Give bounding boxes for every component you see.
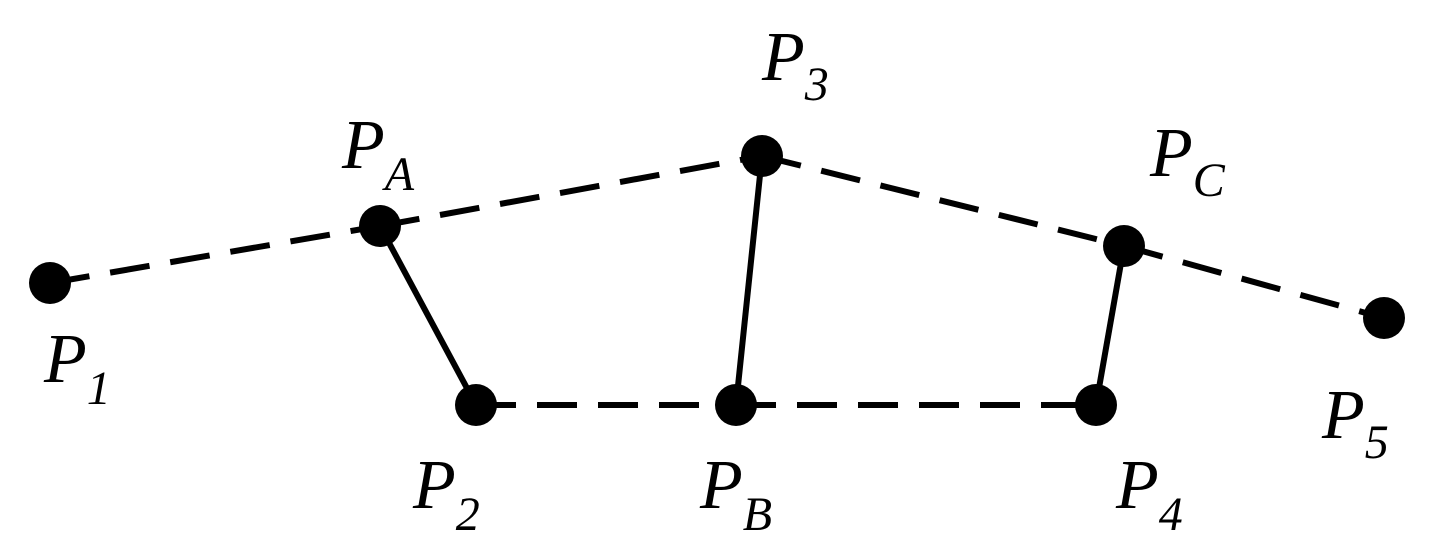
label-p1: P1 bbox=[43, 321, 111, 415]
label-p5: P5 bbox=[1321, 377, 1389, 469]
edge-p3-pc bbox=[761, 153, 1125, 249]
node-p4 bbox=[1075, 384, 1117, 426]
label-p2: P2 bbox=[412, 447, 480, 541]
label-p4: P4 bbox=[1115, 447, 1183, 541]
edge-p1-pa bbox=[49, 223, 381, 286]
node-pa bbox=[359, 205, 401, 247]
edge-pa-p2 bbox=[377, 224, 479, 407]
node-p2 bbox=[455, 384, 497, 426]
node-p5 bbox=[1363, 297, 1405, 339]
label-pc: PC bbox=[1149, 115, 1226, 207]
edge-pc-p5 bbox=[1123, 243, 1385, 321]
label-pb: PB bbox=[699, 447, 772, 541]
node-pb bbox=[715, 384, 757, 426]
node-p1 bbox=[29, 262, 71, 304]
node-p3 bbox=[741, 135, 783, 177]
edge-p3-pb bbox=[733, 155, 765, 406]
edge-pc-p4 bbox=[1093, 245, 1127, 406]
node-pc bbox=[1103, 225, 1145, 267]
label-pa: PA bbox=[341, 107, 415, 201]
edge-pa-p3 bbox=[379, 153, 763, 229]
label-p3: P3 bbox=[761, 19, 829, 111]
